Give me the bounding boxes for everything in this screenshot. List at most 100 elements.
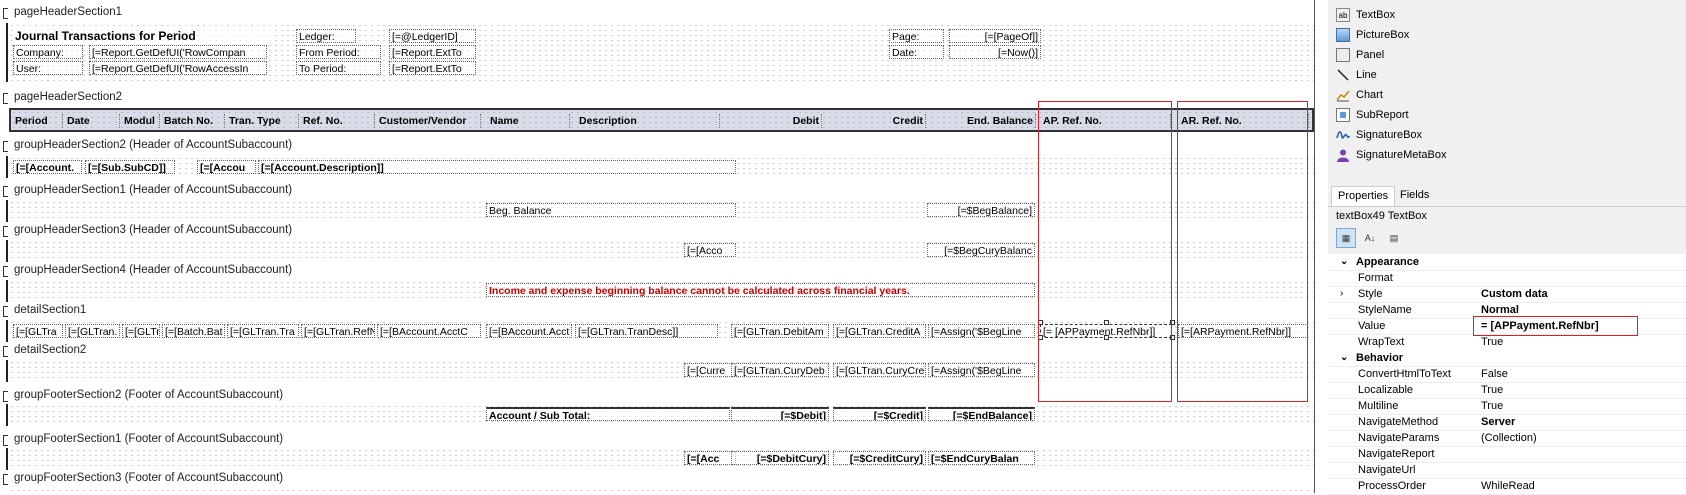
toolbox-item-panel[interactable]: Panel: [1336, 46, 1384, 64]
detail-field-debit[interactable]: [=[GLTran.DebitAm: [731, 324, 829, 338]
detail-field-date[interactable]: [=[GLTran.: [65, 324, 120, 338]
col-header-debit[interactable]: Debit: [722, 114, 822, 128]
section-title-detail-2[interactable]: detailSection2: [14, 344, 87, 356]
section-title-group-header-4[interactable]: groupHeaderSection4 (Header of AccountSu…: [14, 264, 293, 276]
toolbox-item-picturebox[interactable]: PictureBox: [1336, 26, 1409, 44]
section-title-group-footer-3[interactable]: groupFooterSection3 (Footer of AccountSu…: [14, 472, 284, 484]
field-account-2[interactable]: [=[Accou: [197, 160, 256, 174]
income-expense-warning[interactable]: Income and expense beginning balance can…: [486, 283, 1035, 297]
field-account-description[interactable]: [=[Account.Description]]: [258, 160, 736, 174]
band-page-header-2[interactable]: Period Date Modul Batch No. Tran. Type R…: [9, 108, 1314, 132]
sort-alphabetical-icon[interactable]: A↓: [1364, 233, 1376, 243]
ledger-value[interactable]: [=@LedgerID]: [389, 29, 476, 43]
date-label[interactable]: Date:: [889, 45, 944, 59]
section-title-group-header-1[interactable]: groupHeaderSection1 (Header of AccountSu…: [14, 184, 293, 196]
band-group-footer-1[interactable]: [=[Acc [=$DebitCury] [=$CreditCury] [=$E…: [9, 448, 1314, 470]
from-period-label[interactable]: From Period:: [296, 45, 381, 59]
tab-fields[interactable]: Fields: [1400, 189, 1430, 201]
col-header-ap-ref-no[interactable]: AP. Ref. No.: [1041, 114, 1171, 128]
property-category[interactable]: ⌄Behavior: [1328, 350, 1686, 367]
detail2-field-currency[interactable]: [=[Curre: [684, 363, 736, 377]
property-value[interactable]: Normal: [1481, 304, 1519, 316]
beg-balance-label[interactable]: Beg. Balance: [486, 203, 736, 217]
detail-field-ar-ref-nbr[interactable]: [=[ARPayment.RefNbr]]: [1178, 324, 1308, 338]
section-title-group-footer-2[interactable]: groupFooterSection2 (Footer of AccountSu…: [14, 389, 284, 401]
band-detail-2[interactable]: [=[Curre [=[GLTran.CuryDeb [=[GLTran.Cur…: [9, 360, 1314, 382]
section-title-detail-1[interactable]: detailSection1: [14, 304, 87, 316]
selection-handle[interactable]: [1170, 320, 1175, 325]
property-value[interactable]: False: [1481, 368, 1508, 380]
band-group-header-1[interactable]: Beg. Balance [=$BegBalance]: [9, 200, 1314, 222]
band-group-header-2[interactable]: [=[Account. [=[Sub.SubCD]] [=[Accou [=[A…: [9, 156, 1314, 178]
selection-handle[interactable]: [1104, 335, 1109, 340]
user-value[interactable]: [=Report.GetDefUI('RowAccessIn: [89, 61, 267, 75]
property-pages-icon[interactable]: ▤: [1389, 232, 1399, 243]
property-value[interactable]: True: [1481, 336, 1504, 348]
detail-field-tran-type[interactable]: [=[GLTran.Tra: [227, 324, 299, 338]
detail-field-credit[interactable]: [=[GLTran.CreditA: [833, 324, 926, 338]
detail-field-module[interactable]: [=[GLTr: [122, 324, 160, 338]
page-label[interactable]: Page:: [889, 29, 944, 43]
col-header-date[interactable]: Date: [65, 114, 120, 128]
field-account[interactable]: [=[Account.: [13, 160, 82, 174]
property-value[interactable]: = [APPayment.RefNbr]: [1481, 320, 1599, 332]
toolbox-item-chart[interactable]: Chart: [1336, 86, 1383, 104]
beg-balance-value[interactable]: [=$BegBalance]: [927, 203, 1035, 217]
footer1-debit-cury[interactable]: [=$DebitCury]: [731, 451, 829, 465]
detail-field-description[interactable]: [=[GLTran.TranDesc]]: [575, 324, 718, 338]
company-value[interactable]: [=Report.GetDefUI('RowCompan: [89, 45, 267, 59]
property-value[interactable]: WhileRead: [1481, 480, 1535, 492]
col-header-customer-vendor[interactable]: Customer/Vendor: [377, 114, 481, 128]
col-header-end-balance[interactable]: End. Balance: [929, 114, 1036, 128]
band-group-header-4[interactable]: Income and expense beginning balance can…: [9, 280, 1314, 302]
from-period-value[interactable]: [=Report.ExtTo: [389, 45, 476, 59]
section-title-page-header-2[interactable]: pageHeaderSection2: [14, 91, 123, 103]
detail2-field-assign[interactable]: [=Assign('$BegLine: [928, 363, 1035, 377]
property-row[interactable]: Format: [1328, 270, 1686, 287]
col-header-batch-no[interactable]: Batch No.: [162, 114, 225, 128]
selection-handle[interactable]: [1170, 335, 1175, 340]
property-row[interactable]: Value= [APPayment.RefNbr]: [1328, 318, 1686, 335]
detail2-field-cury-debit[interactable]: [=[GLTran.CuryDeb: [731, 363, 829, 377]
expand-icon[interactable]: ›: [1340, 288, 1344, 299]
collapse-icon[interactable]: ⌄: [1340, 352, 1349, 363]
toolbox-item-signaturebox[interactable]: SignatureBox: [1336, 126, 1422, 144]
report-designer-surface[interactable]: pageHeaderSection1 Journal Transactions …: [0, 0, 1328, 493]
report-title[interactable]: Journal Transactions for Period: [13, 29, 275, 43]
property-value[interactable]: Custom data: [1481, 288, 1548, 300]
section-title-group-header-3[interactable]: groupHeaderSection3 (Header of AccountSu…: [14, 224, 293, 236]
col-header-ref-no[interactable]: Ref. No.: [301, 114, 375, 128]
band-page-header-1[interactable]: Journal Transactions for Period Company:…: [9, 23, 1314, 82]
col-header-credit[interactable]: Credit: [824, 114, 926, 128]
band-group-footer-2[interactable]: Account / Sub Total: [=$Debit] [=$Credit…: [9, 404, 1314, 426]
band-group-header-3[interactable]: [=[Acco [=$BegCuryBalanc: [9, 240, 1314, 262]
col-header-description[interactable]: Description: [577, 114, 720, 128]
detail-field-period[interactable]: [=[GLTra: [13, 324, 63, 338]
total-end-balance[interactable]: [=$EndBalance]: [928, 407, 1035, 421]
beg-cury-balance-value[interactable]: [=$BegCuryBalanc: [927, 243, 1035, 257]
field-acct-cury[interactable]: [=[Acco: [684, 243, 736, 257]
collapse-icon[interactable]: ⌄: [1340, 256, 1349, 267]
property-row[interactable]: NavigateReport: [1328, 446, 1686, 463]
detail-field-customer-vendor[interactable]: [=[BAccount.AcctC: [377, 324, 481, 338]
property-category[interactable]: ⌄Appearance: [1328, 254, 1686, 271]
footer1-end-cury-balance[interactable]: [=$EndCuryBalan: [928, 451, 1035, 465]
property-value[interactable]: True: [1481, 384, 1504, 396]
ledger-label[interactable]: Ledger:: [296, 29, 356, 43]
section-title-group-footer-1[interactable]: groupFooterSection1 (Footer of AccountSu…: [14, 433, 284, 445]
col-header-name[interactable]: Name: [488, 114, 570, 128]
to-period-label[interactable]: To Period:: [296, 61, 381, 75]
account-sub-total-label[interactable]: Account / Sub Total:: [486, 407, 730, 421]
detail-field-name[interactable]: [=[BAccount.Acct: [486, 324, 572, 338]
date-value[interactable]: [=Now()]: [949, 45, 1041, 59]
detail-field-batch[interactable]: [=[Batch.Bat: [162, 324, 225, 338]
footer1-field-acct[interactable]: [=[Acc: [684, 451, 736, 465]
to-period-value[interactable]: [=Report.ExtTo: [389, 61, 476, 75]
tab-properties[interactable]: Properties: [1331, 186, 1396, 206]
page-value[interactable]: [=[PageOf]]: [949, 29, 1041, 43]
col-header-tran-type[interactable]: Tran. Type: [227, 114, 299, 128]
